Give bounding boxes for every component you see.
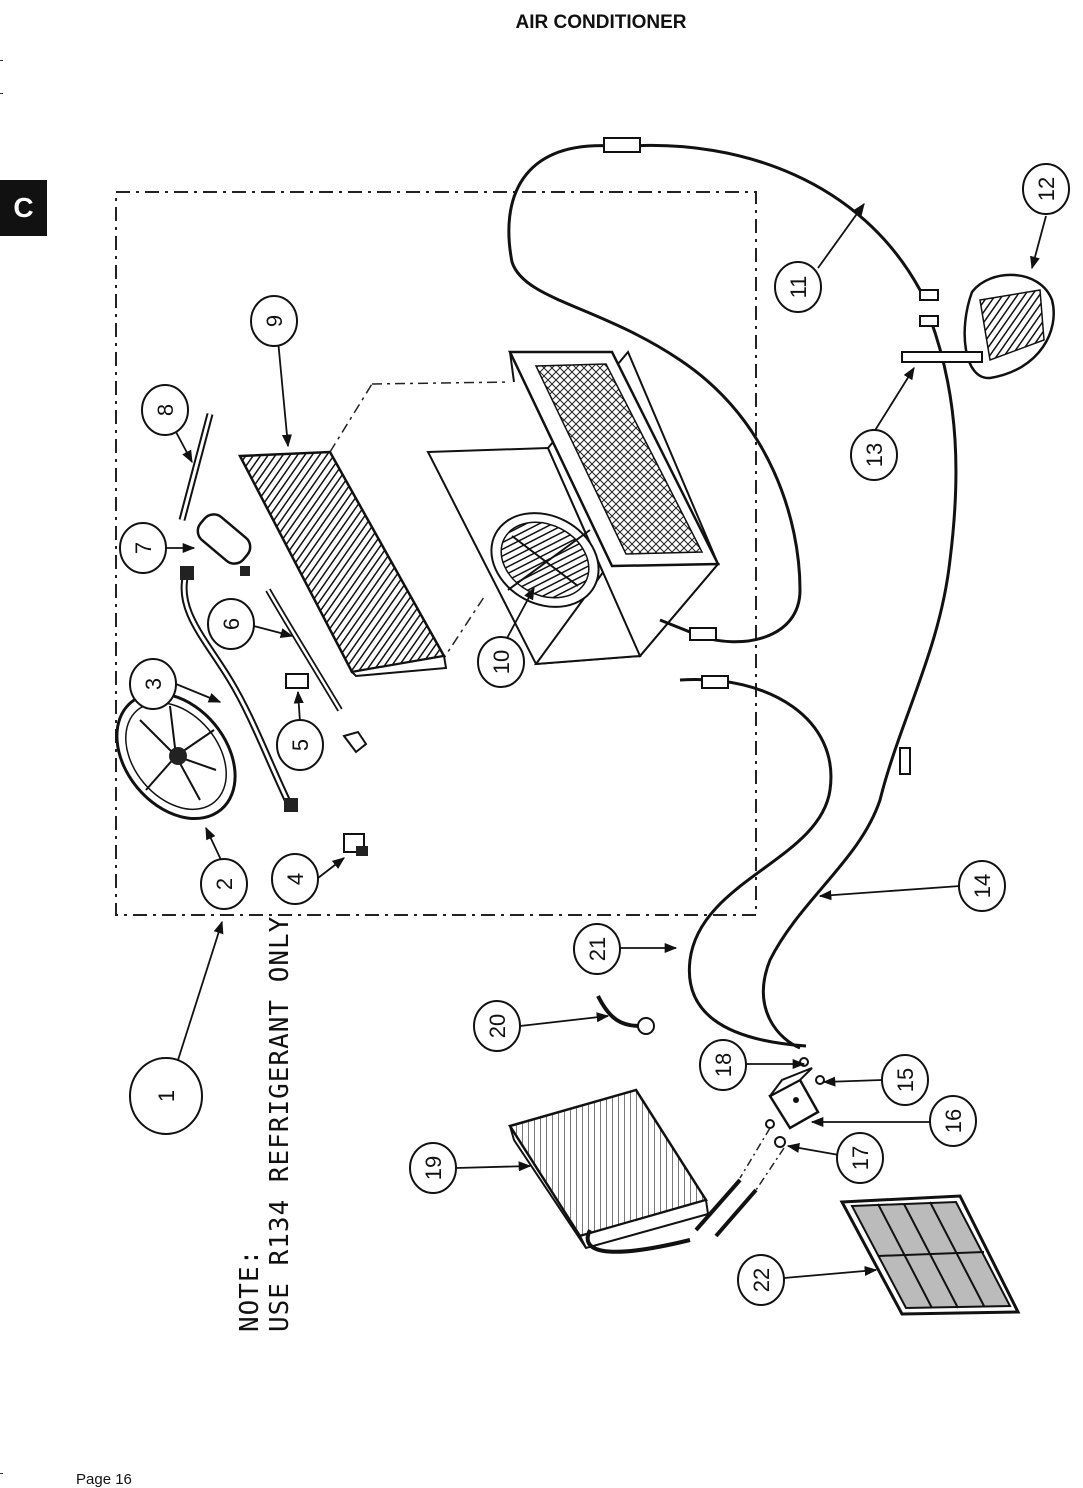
callout-12: 12 <box>1034 177 1059 201</box>
callout-18: 18 <box>711 1053 736 1077</box>
valve-part <box>285 673 309 689</box>
assembly-boundary <box>115 191 757 916</box>
expansion-valve-block <box>765 1057 825 1148</box>
page-number: Page 16 <box>76 1471 132 1488</box>
callout-2: 2 <box>212 878 237 890</box>
callout-8: 8 <box>153 404 178 416</box>
callout-22: 22 <box>749 1268 774 1292</box>
page-title: AIR CONDITIONER <box>515 12 687 33</box>
air-filter <box>839 1194 1021 1316</box>
condenser-coil <box>237 450 448 678</box>
callout-11: 11 <box>786 276 811 299</box>
callout-4: 4 <box>283 873 308 885</box>
callout-21: 21 <box>585 937 610 961</box>
callout-10: 10 <box>489 650 514 674</box>
callout-3: 3 <box>141 678 166 690</box>
note-text: USE R134 REFRIGERANT ONLY <box>265 916 295 1332</box>
condenser-grille <box>508 350 721 568</box>
evaporator-coil <box>508 1088 758 1254</box>
section-tab[interactable]: C <box>0 180 47 236</box>
margin-tick <box>0 60 3 61</box>
callout-13: 13 <box>862 443 887 467</box>
callout-14: 14 <box>970 874 995 898</box>
fan-assembly <box>115 691 237 821</box>
callout-1: 1 <box>154 1090 179 1102</box>
callout-16: 16 <box>941 1109 966 1133</box>
margin-tick <box>0 93 3 94</box>
callout-9: 9 <box>262 315 287 327</box>
compressor <box>919 273 1055 380</box>
margin-tick <box>0 1473 3 1474</box>
callout-7: 7 <box>131 542 156 554</box>
callout-19: 19 <box>421 1156 446 1180</box>
callout-6: 6 <box>219 618 244 630</box>
callout-20: 20 <box>485 1014 510 1038</box>
note-heading: NOTE: <box>235 1249 265 1332</box>
callout-5: 5 <box>288 739 313 751</box>
drive-belt <box>901 351 983 363</box>
callout-17: 17 <box>848 1146 873 1170</box>
callout-15: 15 <box>893 1068 918 1092</box>
receiver-dryer <box>196 513 252 576</box>
